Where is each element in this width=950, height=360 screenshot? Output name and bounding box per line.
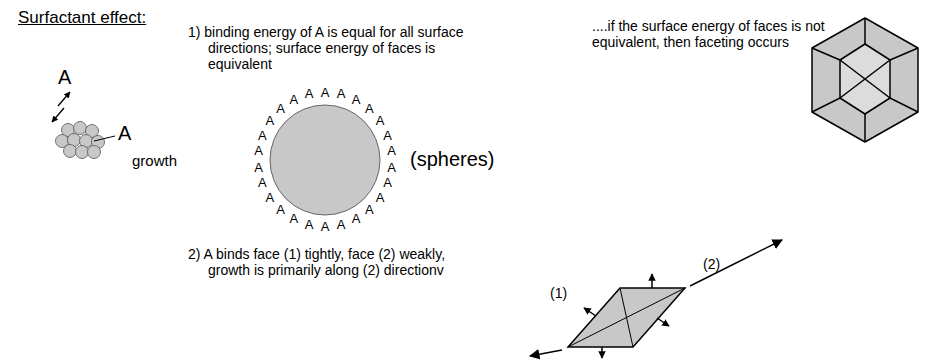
face-label: (1) — [550, 285, 567, 301]
exchange-arrow — [52, 108, 64, 122]
surfactant-label: A — [266, 114, 275, 129]
surfactant-label: A — [258, 129, 267, 144]
case-note: 1) binding energy of A is equal for all … — [188, 24, 478, 72]
surfactant-label: A — [266, 191, 275, 206]
sphere — [270, 105, 380, 215]
leader-line — [94, 136, 115, 141]
surfactant-label: A — [387, 144, 396, 159]
growth-arrow — [530, 240, 782, 358]
species-label: A — [58, 66, 71, 89]
surfactant-label: A — [254, 161, 263, 176]
surfactant-label: A — [321, 86, 330, 101]
surfactant-label: A — [337, 218, 346, 233]
surfactant-label: A — [383, 129, 392, 144]
surfactant-label: A — [383, 176, 392, 191]
surfactant-label: A — [276, 102, 285, 117]
surfactant-label: A — [290, 212, 299, 227]
surfactant-label: A — [321, 220, 330, 235]
surfactant-label: A — [276, 203, 285, 218]
page-title: Surfactant effect: — [18, 8, 146, 28]
surfactant-label: A — [305, 218, 314, 233]
species-label: A — [118, 122, 131, 145]
surfactant-label: A — [258, 176, 267, 191]
surfactant-label: A — [376, 191, 385, 206]
surfactant-label: A — [352, 93, 361, 108]
surfactant-label: A — [376, 114, 385, 129]
process-label: growth — [132, 152, 177, 169]
exchange-arrow — [58, 92, 70, 106]
surfactant-label: A — [387, 161, 396, 176]
faceted-crystal — [812, 18, 918, 142]
surfactant-label: A — [365, 102, 374, 117]
shape-label: (spheres) — [410, 148, 494, 171]
surfactant-label: A — [254, 144, 263, 159]
surfactant-label: A — [337, 87, 346, 102]
case-note: ....if the surface energy of faces is no… — [592, 18, 862, 50]
face-label: (2) — [703, 256, 720, 272]
surfactant-label: A — [305, 87, 314, 102]
surfactant-label: A — [365, 203, 374, 218]
case-note: 2) A binds face (1) tightly, face (2) we… — [188, 246, 453, 278]
surfactant-label: A — [352, 212, 361, 227]
surfactant-label: A — [290, 93, 299, 108]
elongated-crystal — [568, 288, 685, 347]
